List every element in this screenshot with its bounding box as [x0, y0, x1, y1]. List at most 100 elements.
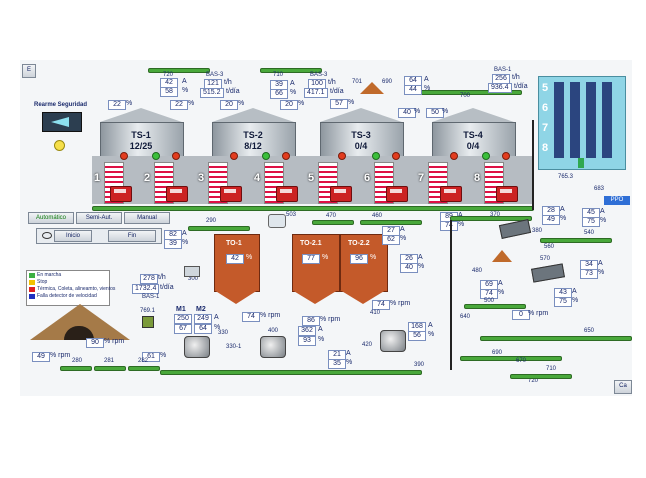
- truck-icon[interactable]: [330, 186, 352, 202]
- reset-security-button[interactable]: [42, 112, 82, 132]
- crusher-400[interactable]: [260, 336, 286, 358]
- pct-690: 44: [404, 85, 422, 95]
- tag-540: 540: [584, 230, 595, 236]
- mode-auto-button[interactable]: Automático: [28, 212, 74, 224]
- tag-380: 380: [532, 228, 543, 234]
- pct-61: 61: [142, 352, 160, 362]
- hopper-to22-level: 96: [350, 254, 368, 264]
- conveyor-650[interactable]: [480, 336, 632, 341]
- status-lamp: [482, 152, 490, 160]
- truck-icon[interactable]: [276, 186, 298, 202]
- pct-710: 66: [270, 89, 288, 99]
- screen-icon[interactable]: [531, 263, 565, 283]
- conveyor-720-b[interactable]: [510, 374, 572, 379]
- truck-icon[interactable]: [220, 186, 242, 202]
- bay-number: 6: [364, 172, 371, 184]
- truck-icon[interactable]: [166, 186, 188, 202]
- feed-line: [532, 120, 534, 210]
- end-button[interactable]: Fin: [108, 230, 156, 242]
- conveyor-470[interactable]: [312, 220, 354, 225]
- conveyor-290[interactable]: [188, 226, 250, 231]
- bas3-tag-a: BAS-3: [206, 72, 224, 78]
- mode-manual-button[interactable]: Manual: [124, 212, 170, 224]
- conveyor-710[interactable]: [260, 68, 322, 73]
- bay-number: 3: [198, 172, 205, 184]
- tag-720: 720: [163, 72, 174, 78]
- silo-roof: [320, 108, 402, 122]
- silo-status: 12/25: [129, 141, 153, 151]
- status-lamp: [230, 152, 238, 160]
- hopper-to1-level: 42: [226, 254, 244, 264]
- truck-icon[interactable]: [110, 186, 132, 202]
- pct-49: 49: [542, 215, 560, 225]
- tag-281: 281: [104, 358, 115, 364]
- flow-total-unit-3: t/día: [514, 83, 528, 90]
- conveyor-main[interactable]: [92, 206, 534, 211]
- corner-button[interactable]: E: [22, 64, 36, 78]
- legend-swatch: [29, 294, 35, 299]
- start-button[interactable]: Inicio: [54, 230, 92, 242]
- valve-grid[interactable]: [554, 82, 618, 158]
- conveyor-282[interactable]: [128, 366, 160, 371]
- tag-300: 300: [188, 276, 199, 282]
- feed-line: [450, 220, 452, 370]
- tag-560: 560: [544, 244, 555, 250]
- tag-640: 640: [460, 314, 471, 320]
- hopper-to22-name: TO-2.2: [348, 240, 370, 247]
- status-lamp: [372, 152, 380, 160]
- flow-total-3: 936.4: [488, 83, 512, 93]
- hopper-cone: [292, 290, 338, 304]
- motor-m1-pct: 67: [174, 324, 192, 334]
- conveyor-281[interactable]: [94, 366, 126, 371]
- rpm-49: 49: [32, 352, 50, 362]
- motor-m2-label: M2: [196, 306, 206, 313]
- mode-semi-button[interactable]: Semi-Aut.: [76, 212, 122, 224]
- conveyor-690[interactable]: [460, 356, 562, 361]
- conveyor-370[interactable]: [450, 216, 532, 221]
- pct-unit: %: [560, 215, 567, 222]
- bay-number: 8: [474, 172, 481, 184]
- conveyor-460[interactable]: [360, 220, 422, 225]
- tag-720-b: 720: [528, 378, 539, 384]
- amps-unit: A: [400, 226, 405, 233]
- crusher-330[interactable]: [184, 336, 210, 358]
- amps-unit: A: [182, 78, 187, 85]
- bas3-tag-b: BAS-3: [310, 72, 328, 78]
- conveyor-540[interactable]: [540, 238, 612, 243]
- tag-420: 420: [362, 342, 373, 348]
- conveyor-720[interactable]: [148, 68, 210, 73]
- truck-icon[interactable]: [386, 186, 408, 202]
- pct-93: 93: [298, 336, 316, 346]
- tag-500: 500: [484, 298, 495, 304]
- truck-icon[interactable]: [496, 186, 518, 202]
- tag-683: 683: [594, 186, 605, 192]
- legend-label: Térmica, Coleta, alineamto, vientos: [37, 286, 116, 292]
- hopper-to21-level: 77: [302, 254, 320, 264]
- status-lamp: [172, 152, 180, 160]
- truck-icon[interactable]: [440, 186, 462, 202]
- rpm-unit: % rpm: [320, 316, 341, 323]
- side-panel-5: 5: [542, 82, 549, 94]
- crusher-420[interactable]: [380, 330, 406, 352]
- amps-unit: A: [418, 254, 423, 261]
- conveyor-280[interactable]: [60, 366, 92, 371]
- bas1-tag: BAS-1: [494, 67, 512, 73]
- motor-m1-amps: 250: [174, 314, 192, 324]
- screen-icon[interactable]: [498, 219, 532, 239]
- silo-status: 8/12: [244, 141, 262, 151]
- pct-62: 62: [382, 235, 400, 245]
- scada-screen: E Rearme Seguridad 720 710 700 701 690 4…: [20, 60, 632, 396]
- conveyor-390[interactable]: [160, 370, 422, 375]
- cancel-button[interactable]: Ca: [614, 380, 632, 394]
- pct-unit: %: [370, 254, 377, 261]
- tag-480: 480: [472, 268, 483, 274]
- amps-unit: A: [214, 314, 219, 321]
- tag-700: 700: [460, 93, 471, 99]
- rpm-unit: % rpm: [260, 312, 281, 319]
- motor-m2-pct: 64: [194, 324, 212, 334]
- rpm-unit: % rpm: [104, 338, 125, 345]
- silo-name: TS-2: [243, 130, 263, 140]
- legend-swatch: [29, 273, 35, 278]
- tag-280: 280: [72, 358, 83, 364]
- conveyor-500[interactable]: [464, 304, 526, 309]
